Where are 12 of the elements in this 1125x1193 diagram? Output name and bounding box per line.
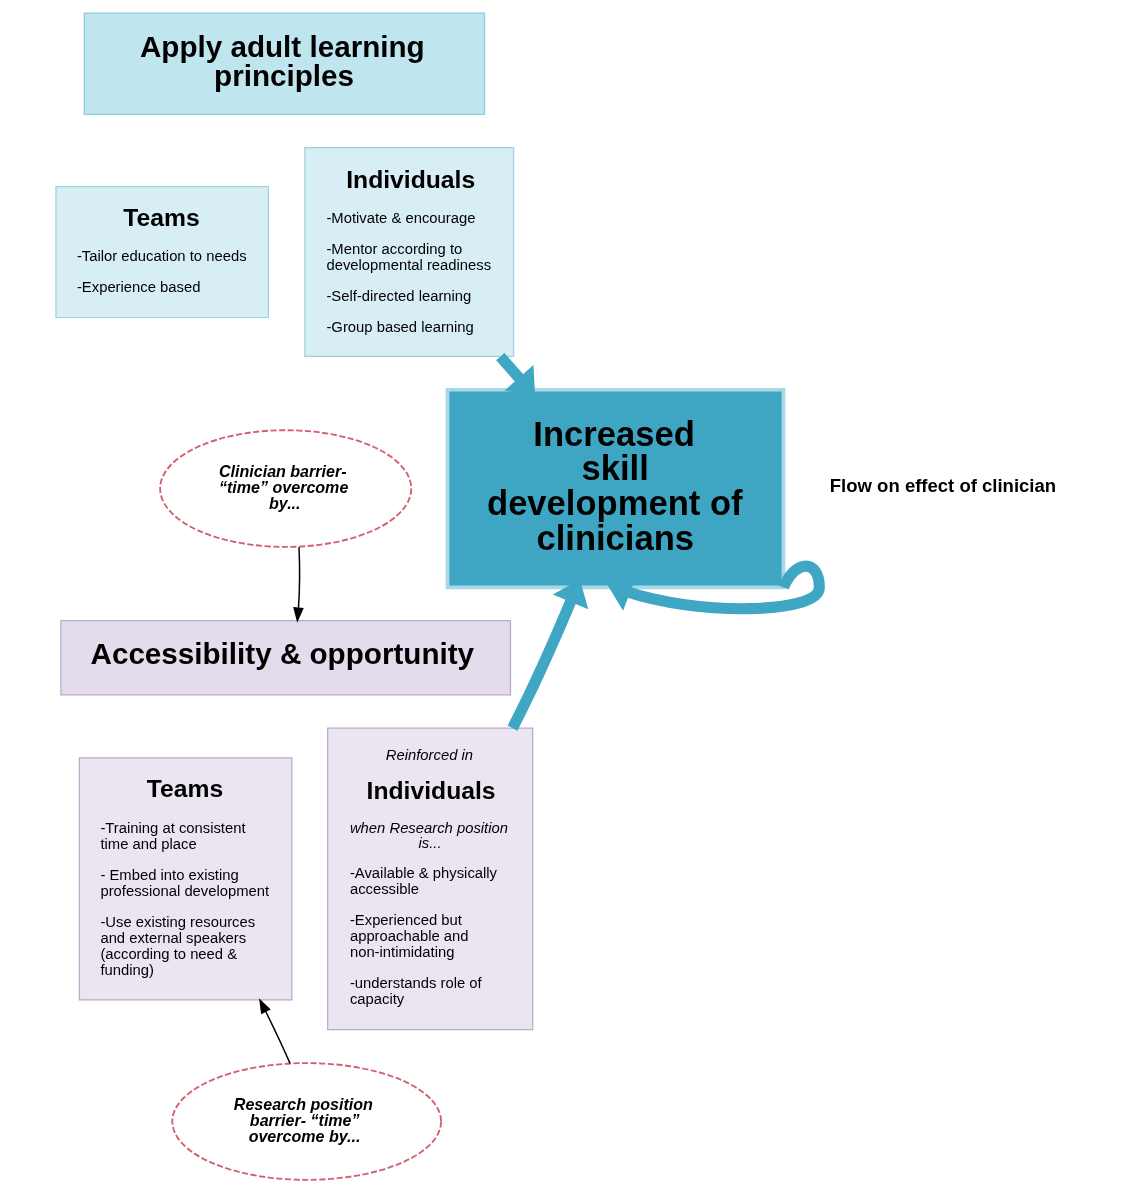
node-box: Individuals -Motivate & encourage -Mentor according to developmental readiness -Self-directed learning -Group based learning xyxy=(303,147,514,357)
node-box: Teams -Tailor education to needs -Experience based xyxy=(54,185,269,319)
node-box: Reinforced in Individuals when Research position is... -Available & physically accessible -Experienced but approachable and non-intimidating -understands role of capacity xyxy=(326,727,533,1031)
node-box: Apply adult learning principles xyxy=(83,12,485,115)
node-ellipse: Clinician barrier- “time” overcome by... xyxy=(158,429,412,548)
node-box: Accessibility & opportunity xyxy=(59,620,511,696)
arrow xyxy=(258,998,291,1065)
arrow xyxy=(292,546,304,623)
edge-label: Flow on effect of clinician xyxy=(829,475,1056,497)
node-box: Teams -Training at consistent time and place - Embed into existing professional development -Use existing resources and external speakers (according to need & funding) xyxy=(78,757,292,1001)
node-box: Increased skill development of clinicians xyxy=(445,387,785,590)
node-ellipse: Research position barrier- “time” overcome by... xyxy=(170,1062,442,1181)
